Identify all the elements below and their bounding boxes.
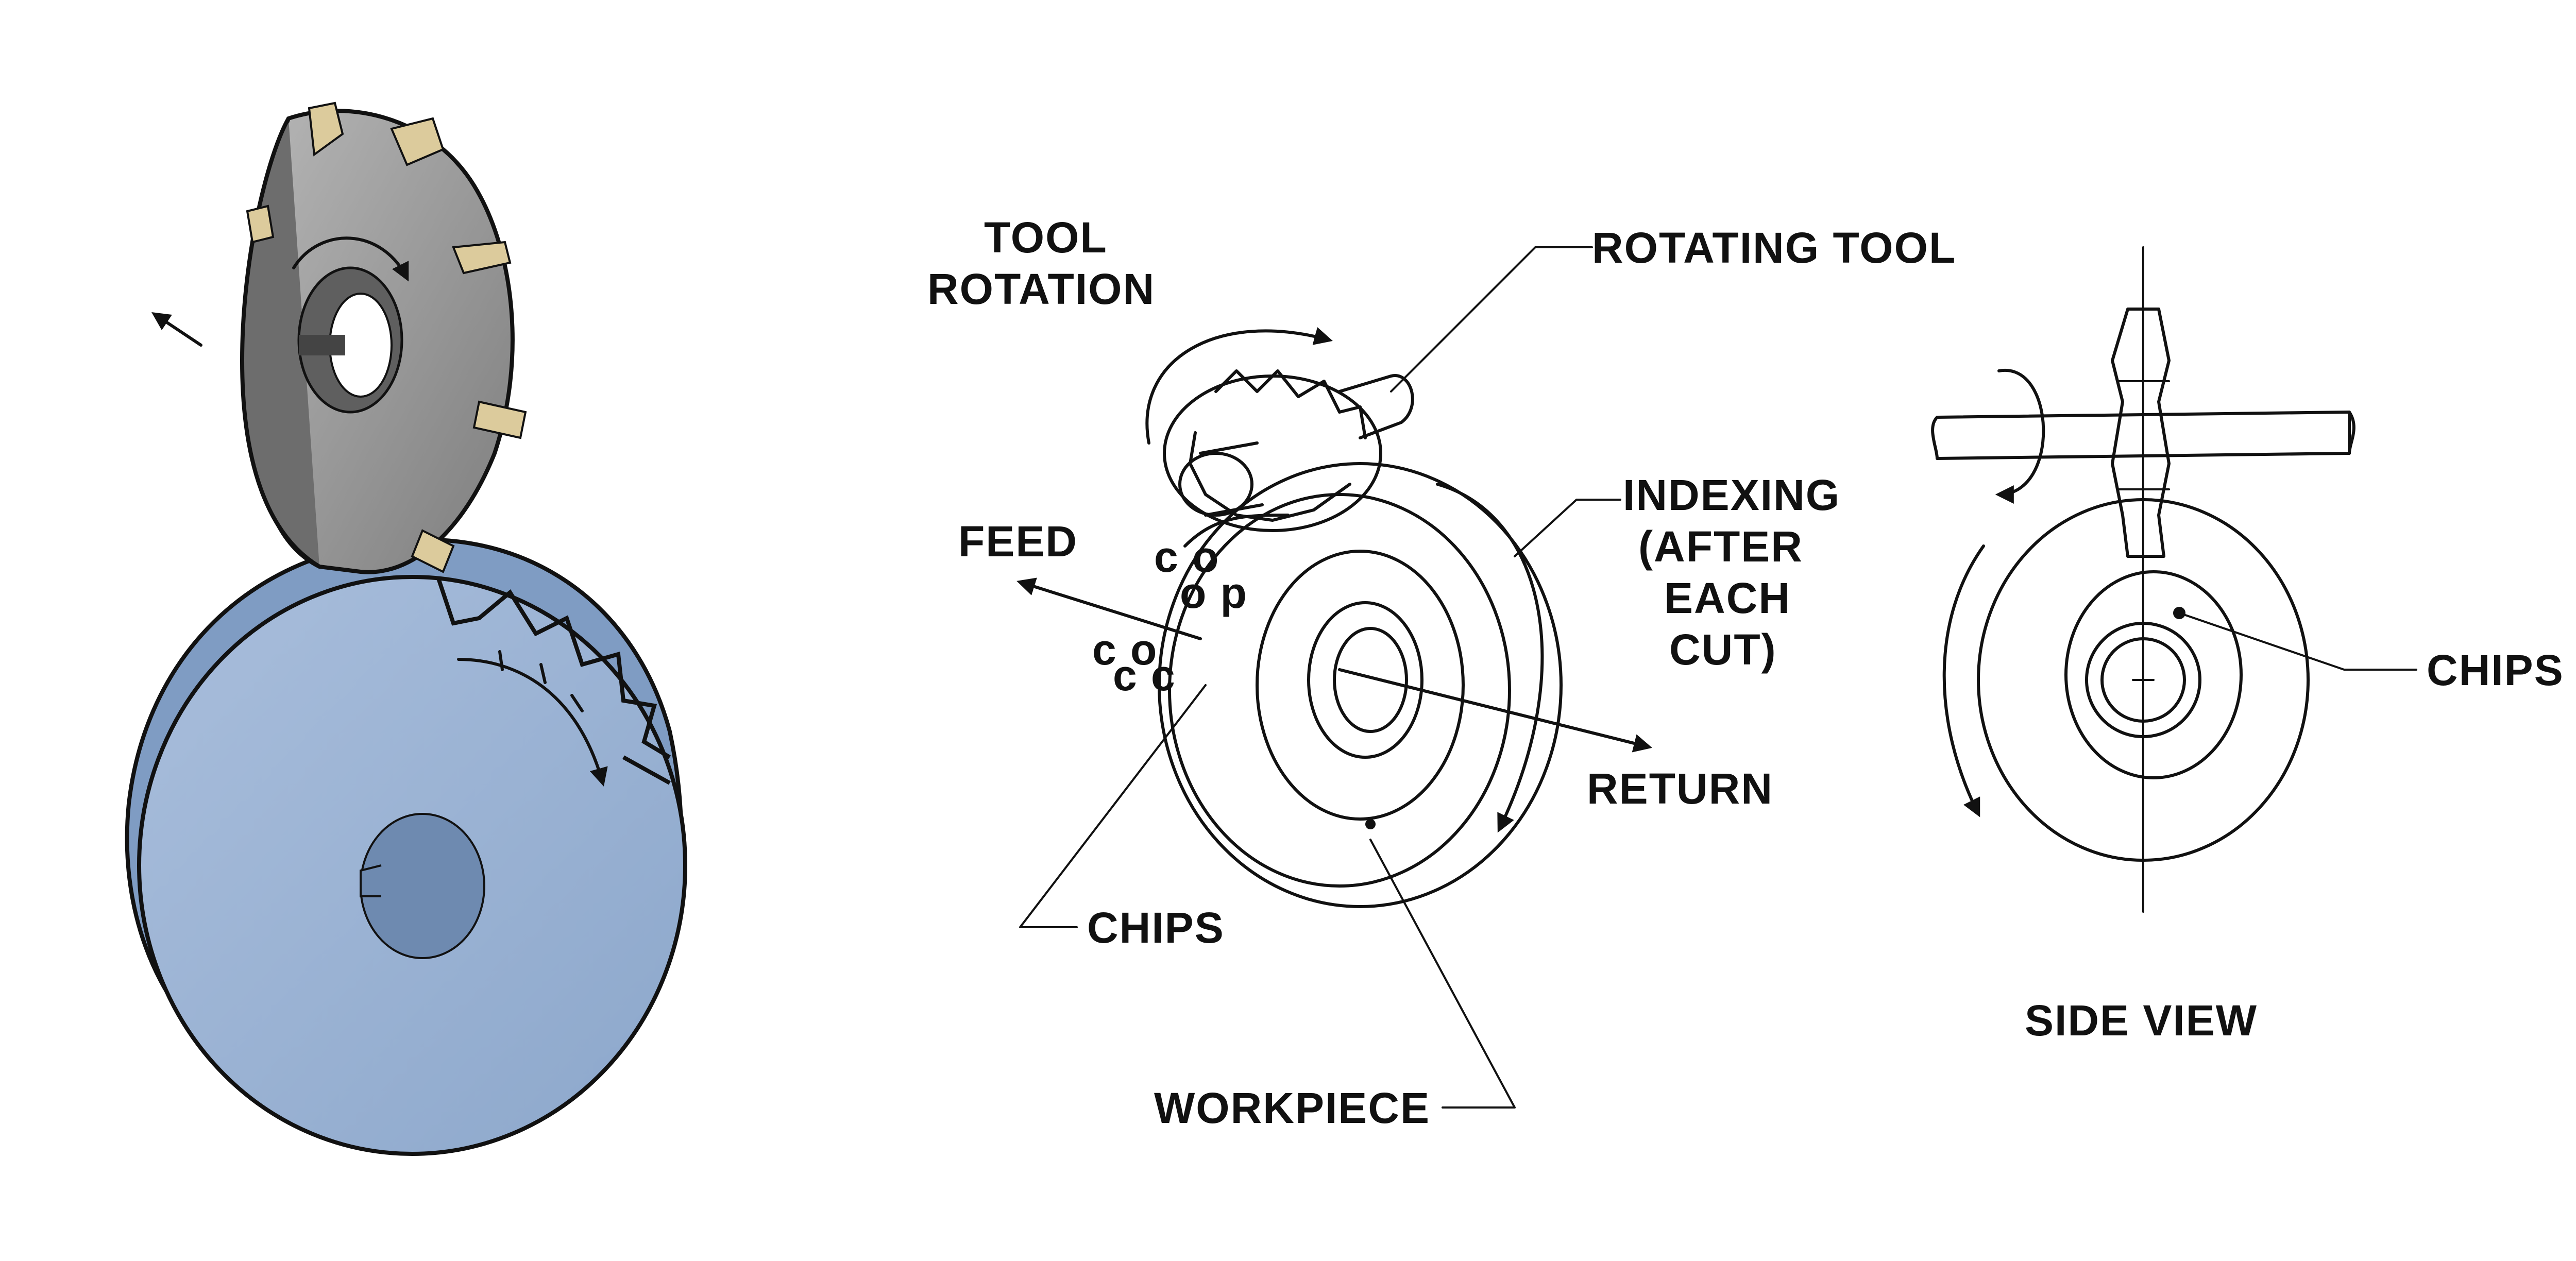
feed-arrow-3d	[151, 312, 202, 347]
illustration-3d	[125, 101, 687, 1156]
label-indexing-line3: EACH	[1664, 574, 1791, 622]
leader-lines	[1019, 246, 1621, 1109]
label-indexing-line2: (AFTER	[1638, 522, 1803, 571]
svg-text:c o: c o	[1092, 625, 1158, 674]
label-tool-rotation-line2: ROTATION	[927, 265, 1155, 313]
return-arrow	[1338, 668, 1652, 753]
side-view-drawing	[1931, 246, 2417, 913]
workpiece-gear-blank	[125, 537, 687, 1156]
label-rotating-tool: ROTATING TOOL	[1592, 224, 1956, 272]
labels: TOOL ROTATION ROTATING TOOL FEED INDEXIN…	[927, 213, 2564, 1132]
label-indexing-line4: CUT)	[1669, 625, 1777, 674]
feed-arrow	[1016, 577, 1202, 640]
chips-cluster-left: c o o p c o c c	[1092, 533, 1248, 700]
label-indexing-line1: INDEXING	[1623, 471, 1840, 519]
svg-text:o p: o p	[1180, 569, 1248, 617]
label-tool-rotation-line1: TOOL	[984, 213, 1108, 262]
svg-text:c c: c c	[1113, 651, 1176, 700]
line-drawing-main: c o o p c o c c	[1016, 246, 1652, 1109]
label-workpiece: WORKPIECE	[1154, 1084, 1430, 1132]
bevel-cutter	[1145, 327, 1414, 532]
workpiece-wheel	[1158, 462, 1563, 908]
milling-cutter	[240, 101, 527, 574]
label-chips-right: CHIPS	[2427, 646, 2564, 694]
label-return: RETURN	[1587, 764, 1773, 813]
svg-text:c o: c o	[1154, 533, 1219, 581]
label-chips-left: CHIPS	[1087, 904, 1225, 952]
label-side-view: SIDE VIEW	[2025, 996, 2258, 1045]
label-feed: FEED	[958, 517, 1078, 566]
indexing-arrow	[1436, 483, 1544, 833]
